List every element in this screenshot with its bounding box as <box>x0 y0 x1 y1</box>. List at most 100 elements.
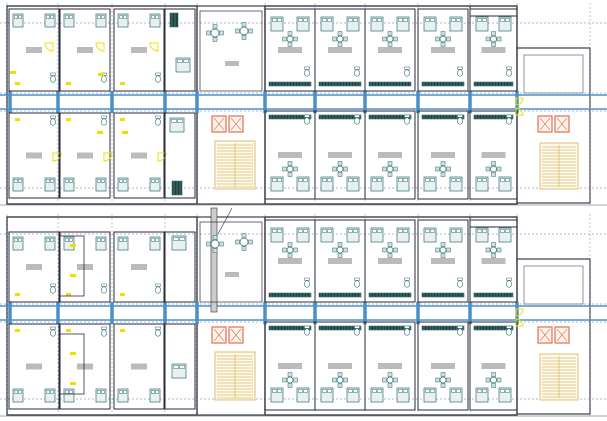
chair-symbol <box>241 246 247 251</box>
pillow-symbol <box>377 389 382 393</box>
column-marker <box>163 90 167 114</box>
toilet-symbol <box>457 280 463 288</box>
chair-symbol <box>337 42 343 47</box>
pillow-symbol <box>119 390 123 394</box>
pillow-symbol <box>353 18 358 22</box>
toilet-symbol <box>155 329 161 337</box>
chair-symbol <box>293 377 298 383</box>
furniture-strip <box>421 81 465 87</box>
round-table-symbol <box>286 376 294 384</box>
bed-symbol <box>149 177 161 192</box>
pillow-symbol <box>69 15 73 19</box>
room-label-hatch <box>328 152 352 158</box>
chair-symbol <box>332 377 337 383</box>
door-arc <box>149 42 159 52</box>
pillow-symbol <box>65 390 69 394</box>
pillow-symbol <box>322 18 327 22</box>
toilet-tank-symbol <box>506 325 512 329</box>
round-table-symbol <box>336 376 344 384</box>
pillow-symbol <box>46 15 50 19</box>
door-leaf <box>120 329 125 332</box>
door-arc <box>157 152 167 162</box>
pillow-symbol <box>372 389 377 393</box>
room-label-hatch <box>481 47 506 53</box>
chair-symbol <box>337 253 343 258</box>
pillow-symbol <box>18 390 22 394</box>
pillow-symbol <box>101 179 105 183</box>
room-label-hatch <box>278 152 302 158</box>
bed-symbol <box>95 388 107 403</box>
bed-symbol <box>63 388 75 403</box>
chair-symbol <box>446 36 451 42</box>
toilet-symbol <box>155 118 161 126</box>
pillow-symbol <box>477 178 482 182</box>
pillow-symbol <box>348 178 353 182</box>
chair-symbol <box>235 239 240 245</box>
pillow-symbol <box>430 178 435 182</box>
service-room <box>164 112 196 199</box>
pillow-symbol <box>123 15 127 19</box>
round-table-symbol <box>490 165 497 173</box>
pillow-symbol <box>97 179 101 183</box>
pillow-symbol <box>456 229 461 233</box>
guest-room-outline <box>8 8 60 92</box>
elevator-cross <box>230 117 242 131</box>
toilet-tank-symbol <box>457 66 463 70</box>
door-swing <box>515 97 524 106</box>
chair-symbol <box>382 377 387 383</box>
pillow-symbol <box>18 179 22 183</box>
door-leaf <box>70 352 76 355</box>
room-label-hatch <box>328 258 352 264</box>
chair-symbol <box>491 161 496 166</box>
room-outline <box>469 219 518 303</box>
toilet-tank-symbol <box>506 277 512 281</box>
toilet-symbol <box>304 280 310 288</box>
pillow-symbol <box>451 229 456 233</box>
chair-symbol <box>337 372 343 377</box>
chair-symbol <box>293 166 298 172</box>
room-label-hatch <box>77 363 93 370</box>
toilet-tank-symbol <box>101 283 107 287</box>
pillow-symbol <box>425 18 430 22</box>
room-label-hatch <box>131 47 147 53</box>
chair-symbol <box>393 247 398 253</box>
chair-symbol <box>387 161 393 166</box>
toilet-tank-symbol <box>50 283 56 287</box>
bed-symbol <box>95 13 107 28</box>
room-label-hatch <box>278 47 302 53</box>
toilet-symbol <box>404 69 410 77</box>
pillow-symbol <box>97 238 101 242</box>
chair-symbol <box>219 30 224 36</box>
pillow-symbol <box>398 389 403 393</box>
toilet-symbol <box>354 328 360 336</box>
toilet-tank-symbol <box>50 72 56 76</box>
pillow-symbol <box>456 178 461 182</box>
guest-room-outline <box>59 112 111 199</box>
chair-symbol <box>387 42 393 47</box>
lounge-room <box>199 221 263 303</box>
pillow-symbol <box>505 229 510 233</box>
room-outline <box>417 219 469 303</box>
door-leaf <box>66 329 71 332</box>
pillow-symbol <box>505 18 510 22</box>
chair-symbol <box>287 372 293 377</box>
toilet-symbol <box>304 117 310 125</box>
toilet-tank-symbol <box>304 66 310 70</box>
pillow-symbol <box>327 389 332 393</box>
chair-symbol <box>496 166 502 172</box>
toilet-symbol <box>101 329 107 337</box>
furniture-strip <box>318 325 362 331</box>
room-label-hatch <box>481 258 506 264</box>
chair-symbol <box>332 36 337 42</box>
pillow-symbol <box>14 390 18 394</box>
chair-symbol <box>287 42 293 47</box>
door-leaf <box>70 382 76 385</box>
toilet-symbol <box>404 328 410 336</box>
door-swing <box>44 42 54 52</box>
chair-symbol <box>485 247 491 253</box>
pillow-symbol <box>155 390 159 394</box>
pillow-symbol <box>477 229 482 233</box>
door-swing <box>515 107 524 116</box>
chair-symbol <box>343 247 348 253</box>
chair-symbol <box>496 377 502 383</box>
